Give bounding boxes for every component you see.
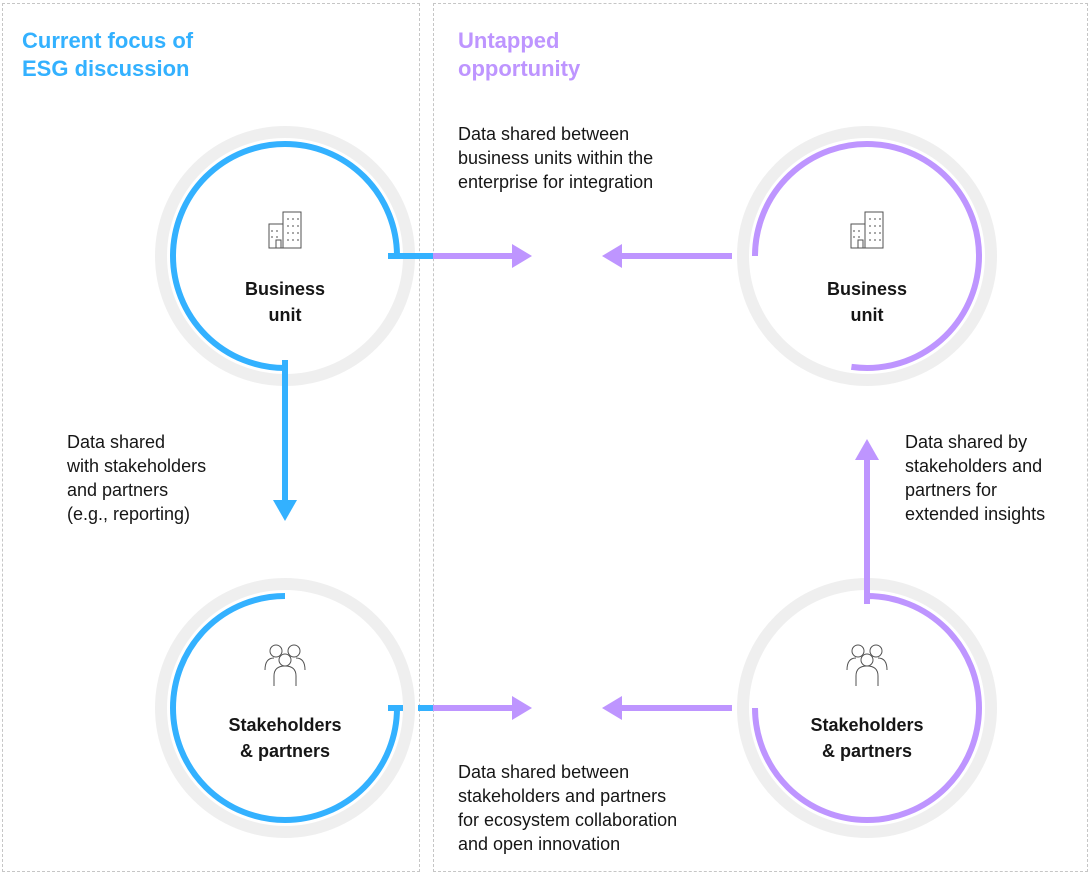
- current-focus-panel: [2, 3, 420, 872]
- stakeholders-ring: [155, 578, 415, 838]
- business-unit-arc: [752, 140, 982, 371]
- arrow-stakeholders-to-business: [855, 439, 879, 604]
- untapped-opportunity-heading: Untapped opportunity: [458, 28, 581, 81]
- stakeholders-arc: [752, 592, 982, 823]
- arrow-business-to-center: [388, 244, 532, 268]
- stakeholders-ring: [737, 578, 997, 838]
- business-unit-arc: [170, 141, 403, 371]
- arrow-stakeholders-to-center: [388, 696, 532, 720]
- business-unit-label: Business unit: [244, 279, 326, 325]
- ecosystem-flow-label: Data shared between stakeholders and par…: [458, 762, 678, 854]
- arrow-right-business-to-center: [602, 244, 732, 268]
- reporting-flow-label: Data shared with stakeholders and partne…: [67, 432, 207, 524]
- current-focus-heading: Current focus of ESG discussion: [22, 28, 194, 81]
- stakeholders-label: Stakeholders & partners: [810, 715, 924, 761]
- building-icon: [268, 211, 302, 249]
- arrow-business-to-stakeholders: [273, 360, 297, 521]
- people-icon: [846, 644, 888, 687]
- stakeholders-arc: [170, 593, 400, 823]
- business-units-flow-label: Data shared between business units withi…: [458, 124, 654, 192]
- business-unit-ring: [737, 126, 997, 386]
- untapped-opportunity-panel: [433, 3, 1088, 872]
- building-icon: [850, 211, 884, 249]
- stakeholders-label: Stakeholders & partners: [228, 715, 342, 761]
- business-unit-label: Business unit: [826, 279, 908, 325]
- arrow-right-stakeholders-to-center: [602, 696, 732, 720]
- extended-insights-flow-label: Data shared by stakeholders and partners…: [905, 432, 1046, 524]
- people-icon: [264, 644, 306, 687]
- business-unit-ring: [155, 126, 415, 386]
